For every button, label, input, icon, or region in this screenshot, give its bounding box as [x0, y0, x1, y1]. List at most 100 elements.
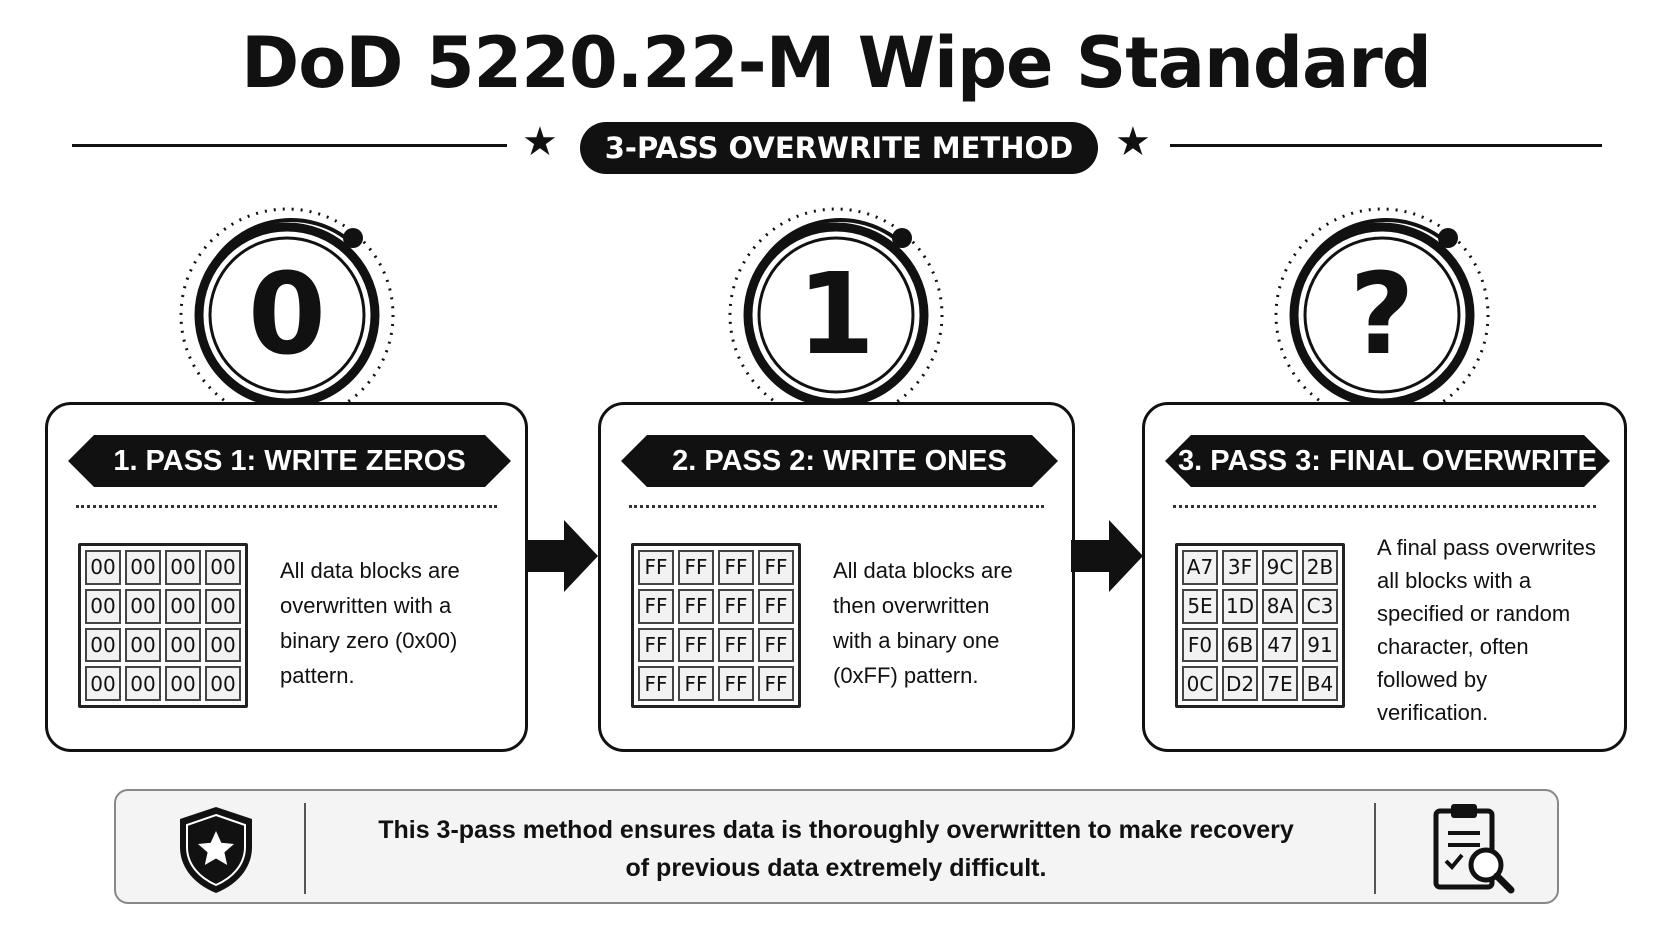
grid-cell: 7E	[1262, 666, 1298, 701]
description-line: A final pass overwrites	[1377, 535, 1596, 560]
grid-cell: FF	[718, 588, 754, 624]
grid-cell: FF	[758, 550, 794, 585]
grid-cell: 00	[205, 550, 241, 585]
method-banner: 3-PASS OVERWRITE METHOD	[580, 122, 1098, 174]
grid-cell: 00	[165, 666, 201, 701]
description-line: then overwritten	[833, 593, 990, 618]
grid-cell: FF	[678, 588, 714, 624]
pass-badge-3: ?	[1262, 195, 1502, 435]
grid-cell: C3	[1302, 588, 1338, 624]
description-line: specified or random	[1377, 601, 1571, 626]
grid-cell: 91	[1302, 627, 1338, 663]
pass-badge-1: 0	[167, 195, 407, 435]
grid-cell: FF	[638, 627, 674, 663]
grid-cell: 2B	[1302, 550, 1338, 585]
description-line: character, often	[1377, 634, 1529, 659]
shield-star-icon	[180, 807, 252, 893]
grid-cell: FF	[638, 550, 674, 585]
description-line: verification.	[1377, 700, 1489, 725]
pass-heading-3: 3. PASS 3: FINAL OVERWRITE	[1165, 435, 1610, 487]
grid-cell: FF	[758, 666, 794, 701]
grid-cell: 47	[1262, 627, 1298, 663]
grid-cell: 00	[165, 588, 201, 624]
description-line: pattern.	[280, 663, 355, 688]
card-divider-3	[1173, 505, 1596, 508]
arrow-right-icon-2	[1071, 520, 1143, 592]
pass-heading-1: 1. PASS 1: WRITE ZEROS	[68, 435, 511, 487]
grid-cell: 00	[165, 550, 201, 585]
grid-cell: 00	[205, 588, 241, 624]
title-rule-left	[72, 144, 507, 147]
grid-cell: 00	[125, 550, 161, 585]
summary-line-1: This 3-pass method ensures data is thoro…	[378, 816, 1294, 844]
grid-cell: B4	[1302, 666, 1338, 701]
grid-cell: 00	[125, 588, 161, 624]
pass-description-2: All data blocks are then overwritten with …	[833, 553, 1063, 693]
description-line: with a binary one	[833, 628, 1000, 653]
grid-cell: 00	[85, 666, 121, 701]
grid-cell: FF	[678, 550, 714, 585]
grid-cell: FF	[758, 588, 794, 624]
grid-cell: FF	[638, 666, 674, 701]
grid-cell: 6B	[1222, 627, 1258, 663]
description-line: (0xFF) pattern.	[833, 663, 979, 688]
description-line: All data blocks are	[280, 558, 460, 583]
pass-heading-2: 2. PASS 2: WRITE ONES	[621, 435, 1058, 487]
summary-line-2: of previous data extremely difficult.	[625, 854, 1047, 882]
badge-glyph-2: 1	[797, 250, 875, 380]
summary-panel: This 3-pass method ensures data is thoro…	[114, 789, 1559, 904]
grid-cell: FF	[638, 588, 674, 624]
grid-cell: FF	[718, 550, 754, 585]
grid-cell: 1D	[1222, 588, 1258, 624]
badge-glyph-3: ?	[1349, 250, 1415, 380]
pass-badge-2: 1	[716, 195, 956, 435]
badge-ring-1-icon	[179, 207, 395, 423]
grid-cell: A7	[1182, 550, 1218, 585]
badge-ring-2-icon	[728, 207, 944, 423]
grid-cell: 00	[205, 666, 241, 701]
grid-cell: 00	[85, 588, 121, 624]
grid-cell: 00	[85, 627, 121, 663]
grid-cell: 9C	[1262, 550, 1298, 585]
title-rule-right	[1170, 144, 1602, 147]
pass-description-1: All data blocks are overwritten with a bin…	[280, 553, 510, 693]
card-divider-1	[76, 505, 497, 508]
grid-cell: F0	[1182, 627, 1218, 663]
grid-cell: 8A	[1262, 588, 1298, 624]
card-divider-2	[629, 505, 1044, 508]
grid-cell: 00	[125, 666, 161, 701]
grid-cell: 00	[165, 627, 201, 663]
grid-cell: FF	[678, 666, 714, 701]
description-line: binary zero (0x00)	[280, 628, 458, 653]
grid-cell: 3F	[1222, 550, 1258, 585]
footer-divider-left	[304, 803, 306, 894]
description-line: followed by	[1377, 667, 1488, 692]
grid-cell: FF	[678, 627, 714, 663]
grid-cell: D2	[1222, 666, 1258, 701]
star-icon-left: ★	[522, 119, 558, 165]
grid-cell: 00	[125, 627, 161, 663]
description-line: All data blocks are	[833, 558, 1013, 583]
summary-text: This 3-pass method ensures data is thoro…	[316, 805, 1356, 893]
badge-ring-3-icon	[1274, 207, 1490, 423]
arrow-right-icon-1	[526, 520, 598, 592]
grid-cell: FF	[758, 627, 794, 663]
badge-glyph-1: 0	[248, 250, 326, 380]
grid-cell: FF	[718, 666, 754, 701]
grid-cell: 00	[85, 550, 121, 585]
clipboard-search-icon	[1433, 804, 1515, 894]
grid-cell: 00	[205, 627, 241, 663]
grid-cell: FF	[718, 627, 754, 663]
pass-description-3: A final pass overwrites all blocks with a…	[1377, 531, 1607, 729]
footer-divider-right	[1374, 803, 1376, 894]
description-line: overwritten with a	[280, 593, 452, 618]
grid-cell: 5E	[1182, 588, 1218, 624]
description-line: all blocks with a	[1377, 568, 1532, 593]
page-title: DoD 5220.22-M Wipe Standard	[241, 22, 1432, 104]
